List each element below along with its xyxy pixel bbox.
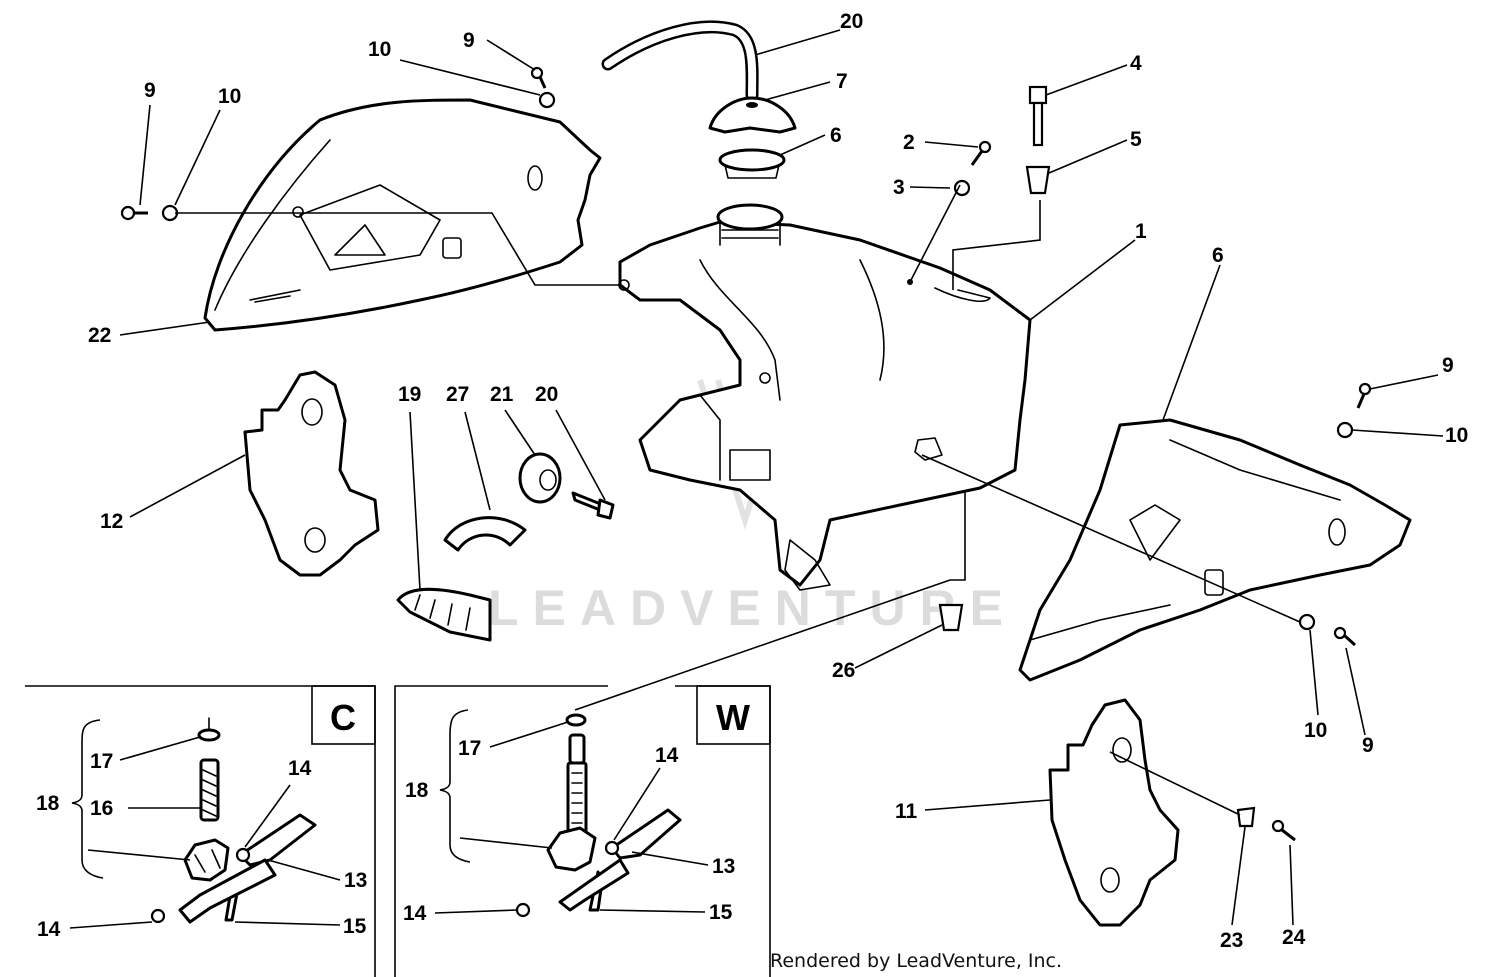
callout-12: 12 <box>100 510 123 533</box>
fasteners <box>120 66 1372 842</box>
breather-hose <box>601 20 759 102</box>
mount-grommet <box>518 452 562 504</box>
callout-7: 6 <box>830 124 842 147</box>
callout-c-18: 18 <box>36 792 60 815</box>
callout-10-left: 10 <box>218 85 241 108</box>
callout-4: 4 <box>1130 52 1142 75</box>
callout-6: 6 <box>1212 244 1224 267</box>
callout-24: 24 <box>1282 926 1306 949</box>
callout-c-15: 15 <box>343 915 367 938</box>
fuel-tank <box>618 203 1032 591</box>
callout-9-left: 9 <box>144 79 156 102</box>
callout-9-right-bottom: 9 <box>1362 734 1374 757</box>
callout-c-17: 17 <box>90 750 113 773</box>
callout-c-14-top: 14 <box>288 757 312 780</box>
cap-gasket <box>718 148 786 179</box>
footer-credit: Rendered by LeadVenture, Inc. <box>770 950 1062 972</box>
inset-w: W <box>394 685 771 977</box>
fuel-cap <box>708 96 797 134</box>
callout-21: 21 <box>490 383 514 406</box>
callout-10-top: 10 <box>368 38 391 61</box>
left-shroud <box>203 98 602 332</box>
callout-11: 11 <box>895 800 918 823</box>
strap-clip <box>443 516 527 552</box>
left-bracket <box>243 370 380 577</box>
inset-label-c: C <box>330 697 356 738</box>
callout-9-right-top: 9 <box>1442 354 1454 377</box>
callout-w-15: 15 <box>709 901 733 924</box>
callout-23: 23 <box>1220 929 1243 952</box>
mount-bolt <box>571 491 615 520</box>
callout-2: 2 <box>903 131 915 154</box>
watermark: LEADVENTURE <box>488 580 1017 636</box>
callout-1: 1 <box>1135 220 1147 243</box>
callout-22: 22 <box>88 324 111 347</box>
callout-26: 26 <box>832 659 855 682</box>
callout-5: 5 <box>1130 128 1142 151</box>
callout-27: 27 <box>446 383 469 406</box>
callout-20: 20 <box>535 383 558 406</box>
leader-lines <box>119 29 1444 926</box>
inset-c: C <box>25 685 376 977</box>
callout-c-16: 16 <box>90 797 113 820</box>
callout-labels: 20 7 6 2 3 4 5 1 6 9 10 10 9 23 24 11 26… <box>36 10 1468 952</box>
callout-10-right-bottom: 10 <box>1304 719 1327 742</box>
callout-w-18: 18 <box>405 779 429 802</box>
callout-25: 20 <box>840 10 863 33</box>
callout-10-right-top: 10 <box>1445 424 1468 447</box>
right-shroud <box>1018 418 1412 682</box>
callout-w-14-bottom: 14 <box>403 902 427 925</box>
callout-w-14-top: 14 <box>655 744 679 767</box>
callout-c-14-bottom: 14 <box>37 918 61 941</box>
rubber-damper <box>396 587 492 642</box>
callout-c-13: 13 <box>344 869 367 892</box>
callout-w-13: 13 <box>712 855 735 878</box>
right-bracket <box>1048 698 1180 927</box>
callout-8: 7 <box>836 70 848 93</box>
inset-label-w: W <box>716 697 750 738</box>
callout-9-top: 9 <box>463 29 475 52</box>
callout-19: 19 <box>398 383 421 406</box>
callout-w-17: 17 <box>458 737 481 760</box>
callout-3: 3 <box>893 176 905 199</box>
